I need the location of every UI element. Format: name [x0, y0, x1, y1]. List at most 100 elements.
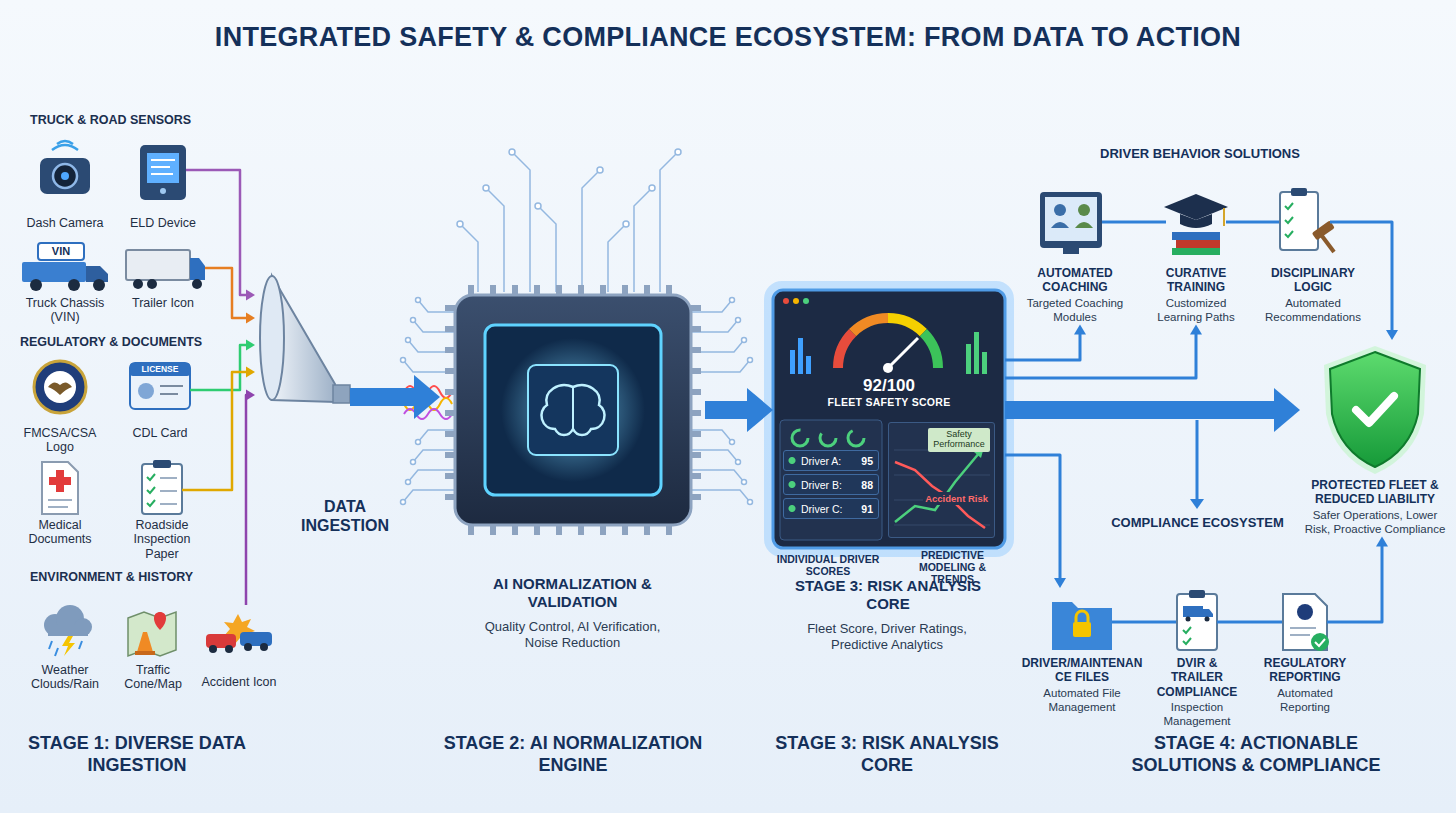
- node-title: Traffic Cone/Map: [113, 663, 193, 692]
- coaching-icon: [1054, 204, 1066, 216]
- eld-device-icon: [160, 188, 166, 194]
- connector-line: [1144, 621, 1150, 624]
- arrowhead: [1190, 324, 1202, 334]
- report-icon: [1252, 594, 1358, 651]
- node-title: DISCIPLINARY LOGIC: [1259, 266, 1367, 295]
- circuit-traces: [413, 320, 455, 332]
- input-source: Accident Icon: [197, 605, 281, 689]
- ai-chip: [445, 326, 455, 332]
- circuit-traces: [691, 490, 750, 502]
- dash-camera-icon: [61, 172, 69, 180]
- node-text: Accident Risk: [923, 492, 990, 505]
- connector-line: [1250, 221, 1259, 224]
- arrowhead: [246, 390, 255, 401]
- dashboard-screen: [768, 285, 1010, 553]
- disciplinary-icon: [1285, 203, 1293, 237]
- circuit-traces: [401, 358, 406, 363]
- dashboard-screen: [895, 452, 980, 522]
- circuit-traces: [691, 430, 732, 442]
- node-title: Driver A:: [801, 455, 841, 467]
- dashboard-screen: [888, 422, 995, 538]
- connector-line: [1129, 221, 1142, 224]
- input-source: Weather Clouds/Rain: [23, 605, 107, 692]
- training-icon: [1180, 214, 1212, 228]
- connector: [1005, 388, 1300, 432]
- fmcsa-seal-icon: [34, 361, 86, 413]
- circuit-traces: [538, 206, 556, 292]
- dashboard-screen: [793, 298, 799, 304]
- arrowhead: [747, 388, 773, 432]
- circuit-traces: [730, 298, 735, 303]
- coaching-icon: [1045, 197, 1097, 241]
- ai-chip: [468, 285, 474, 295]
- circuit-traces: [597, 167, 603, 173]
- funnel: [260, 276, 395, 406]
- connector-line: [1367, 222, 1392, 332]
- connector: [208, 367, 255, 490]
- dashboard-screen: [923, 333, 938, 368]
- circuit-traces: [416, 298, 421, 303]
- stage-label: STAGE 2: AI NORMALIZATION ENGINE: [442, 733, 704, 776]
- circuit-traces: [736, 318, 741, 323]
- arrowhead: [246, 313, 255, 324]
- connector-line: [1005, 455, 1060, 580]
- circuit-traces: [675, 149, 681, 155]
- circuit-traces: [457, 221, 463, 227]
- ai-chip: [445, 368, 455, 374]
- ai-chip: [534, 285, 540, 295]
- input-source: Dash Camera: [19, 140, 111, 230]
- cdl-card-icon: [160, 385, 183, 387]
- coaching-icon: [1063, 248, 1079, 254]
- dash-camera-icon: [53, 164, 77, 188]
- node-text: 91: [861, 503, 873, 515]
- ai-chip: [578, 285, 584, 295]
- node-text: 95: [861, 455, 873, 467]
- inspection-clipboard-icon: [142, 460, 208, 514]
- ai-chip: [600, 525, 606, 535]
- node-text: Inspection Management: [1150, 701, 1244, 729]
- dashboard-screen: [806, 356, 811, 374]
- circuit-traces: [483, 185, 489, 191]
- training-icon: [1172, 248, 1220, 255]
- coaching-icon: [1075, 222, 1093, 228]
- medical-document-icon: [49, 477, 71, 485]
- trailer-icon: [205, 267, 209, 270]
- trailer-icon: [126, 250, 209, 289]
- circuit-traces: [660, 152, 678, 292]
- node-title: Safety Performance: [928, 428, 990, 452]
- coaching-icon: [1051, 222, 1069, 228]
- inspection-clipboard-icon: [142, 464, 182, 514]
- node-text: Quality Control, AI Verification, Noise …: [468, 619, 678, 652]
- disciplinary-icon: [1259, 188, 1367, 252]
- input-source: Traffic Cone/Map: [111, 605, 195, 692]
- accident-icon: [209, 645, 217, 653]
- node-text: 88: [861, 479, 873, 491]
- circuit-traces: [691, 470, 744, 482]
- dashboard-screen: [768, 285, 1010, 553]
- trailer-icon: [147, 279, 157, 289]
- arrowhead: [1386, 330, 1398, 340]
- dashboard-screen: [966, 344, 971, 374]
- disciplinary-icon: [1280, 192, 1318, 250]
- node-title: 92/100: [773, 376, 1005, 396]
- ingestion-funnel: DATA INGESTION: [255, 275, 395, 540]
- circuit-traces: [748, 358, 753, 363]
- ai-chip: [445, 473, 455, 479]
- node-text: FLEET SAFETY SCORE: [773, 396, 1005, 409]
- node-title: DRIVER/MAINTENANCE FILES: [1020, 656, 1144, 685]
- circuit-traces: [634, 188, 652, 292]
- truck-chassis-icon: [68, 279, 80, 291]
- arrowhead: [1274, 388, 1300, 432]
- connector: [1244, 622, 1252, 623]
- dvir-icon: [1189, 590, 1205, 598]
- shield-icon: [1356, 396, 1394, 423]
- ai-chip: [468, 525, 474, 535]
- circuit-traces: [691, 320, 738, 332]
- connector-line: [705, 401, 752, 419]
- trailer-icon: [190, 258, 205, 280]
- dashboard-screen: [792, 430, 808, 446]
- dashboard-screen: [773, 290, 1005, 548]
- circuit-traces: [406, 338, 411, 343]
- truck-chassis-icon: [38, 243, 84, 260]
- dash-camera-icon: [52, 141, 78, 150]
